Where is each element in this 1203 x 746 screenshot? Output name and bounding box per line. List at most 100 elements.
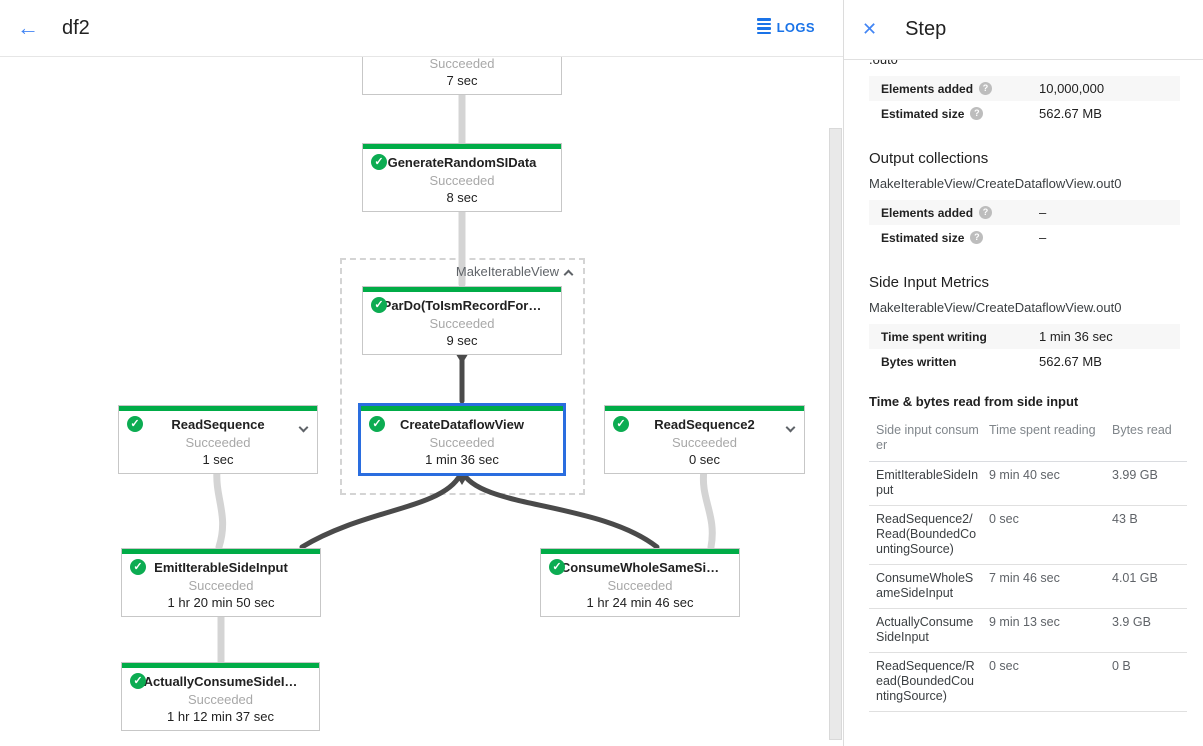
expand-node-button[interactable]: [785, 419, 796, 438]
help-icon[interactable]: ?: [970, 107, 984, 120]
node-status: Succeeded: [607, 578, 673, 593]
cell-consumer: ReadSequence2/Read(BoundedCountingSource…: [876, 512, 977, 556]
job-graph-canvas[interactable]: MakeIterableView ✓ Succeeded 7 sec ✓Gene…: [0, 57, 843, 746]
arrow-left-icon: ←: [17, 15, 39, 40]
graph-node-consumewholesamesideinput[interactable]: ✓ConsumeWholeSameSi… Succeeded 1 hr 24 m…: [540, 548, 740, 617]
metric-row: Estimated size ? 562.67 MB: [869, 101, 1180, 126]
node-status-bar: [119, 406, 317, 411]
table-row: ReadSequence2/Read(BoundedCountingSource…: [869, 506, 1187, 565]
step-details-panel: ✕ Step .out0 Elements added ? 10,000,000…: [843, 0, 1203, 746]
node-time: 1 hr 24 min 46 sec: [586, 595, 694, 610]
graph-node-readsequence[interactable]: ✓ReadSequence Succeeded 1 sec: [118, 405, 318, 474]
output-collection-name: MakeIterableView/CreateDataflowView.out0: [869, 176, 1122, 191]
graph-node-readsequence2[interactable]: ✓ReadSequence2 Succeeded 0 sec: [604, 405, 805, 474]
node-status-bar: [363, 144, 561, 149]
graph-node-emititerablesideinput[interactable]: ✓EmitIterableSideInput Succeeded 1 hr 20…: [121, 548, 321, 617]
check-circle-icon: ✓: [127, 416, 143, 432]
cell-time: 9 min 13 sec: [989, 615, 1060, 629]
chevron-down-icon: [785, 422, 796, 433]
node-status: Succeeded: [429, 57, 495, 71]
metric-value: –: [1039, 205, 1047, 220]
edge-createview-to-emit: [299, 468, 465, 550]
metric-value: 562.67 MB: [1039, 106, 1102, 121]
edge-readsequence2-to-consume: [699, 466, 716, 551]
check-circle-icon: ✓: [130, 673, 146, 689]
panel-header: ✕ Step: [844, 0, 1203, 60]
help-icon[interactable]: ?: [970, 231, 984, 244]
node-status-bar: [361, 406, 563, 411]
close-icon: ✕: [862, 19, 878, 39]
column-header-side-input-consumer: Side input consumer: [876, 423, 979, 452]
node-title: ReadSequence2: [654, 417, 755, 432]
metric-value: 562.67 MB: [1039, 354, 1102, 369]
section-title-output-collections: Output collections: [869, 150, 989, 167]
node-time: 7 sec: [446, 73, 478, 88]
back-button[interactable]: ←: [16, 16, 40, 40]
table-row: EmitIterableSideInput 9 min 40 sec 3.99 …: [869, 462, 1187, 506]
logs-button[interactable]: LOGS: [756, 18, 815, 36]
edge-createview-to-consume: [459, 468, 660, 550]
side-input-collection-name: MakeIterableView/CreateDataflowView.out0: [869, 300, 1122, 315]
input-collection-metrics: Elements added ? 10,000,000 Estimated si…: [869, 76, 1180, 126]
job-title: df2: [62, 16, 90, 39]
clipped-collection-name: .out0: [869, 60, 1203, 70]
graph-node-actuallyconsumesideinput[interactable]: ✓ActuallyConsumeSideI… Succeeded 1 hr 12…: [121, 662, 320, 731]
node-status: Succeeded: [429, 316, 495, 331]
node-status-bar: [541, 549, 739, 554]
table-heading-time-bytes-read: Time & bytes read from side input: [869, 394, 1079, 409]
graph-node-top-partial[interactable]: ✓ Succeeded 7 sec: [362, 57, 562, 95]
metric-label: Estimated size: [881, 106, 965, 121]
expand-node-button[interactable]: [298, 419, 309, 438]
metric-label: Bytes written: [881, 354, 957, 369]
node-time: 8 sec: [446, 190, 478, 205]
graph-node-createdataflowview-selected[interactable]: ✓CreateDataflowView Succeeded 1 min 36 s…: [358, 403, 566, 476]
metric-label: Elements added: [881, 205, 974, 220]
cell-consumer: EmitIterableSideInput: [876, 468, 979, 497]
table-row: ConsumeWholeSameSideInput 7 min 46 sec 4…: [869, 565, 1187, 609]
metric-value: 1 min 36 sec: [1039, 329, 1113, 344]
node-time: 9 sec: [446, 333, 478, 348]
graph-vertical-scrollbar[interactable]: [829, 128, 842, 740]
node-title: EmitIterableSideInput: [154, 560, 288, 575]
panel-body: .out0 Elements added ? 10,000,000 Estima…: [844, 60, 1203, 712]
node-status-bar: [605, 406, 804, 411]
graph-node-generaterandomsidata[interactable]: ✓GenerateRandomSIData Succeeded 8 sec: [362, 143, 562, 212]
metric-value: –: [1039, 230, 1047, 245]
metric-row: Estimated size ? –: [869, 225, 1180, 250]
cell-bytes: 3.99 GB: [1112, 468, 1158, 482]
metric-label: Time spent writing: [881, 329, 987, 344]
metric-label: Elements added: [881, 81, 974, 96]
node-status-bar: [122, 549, 320, 554]
check-circle-icon: ✓: [371, 297, 387, 313]
node-status: Succeeded: [429, 435, 495, 450]
cell-bytes: 4.01 GB: [1112, 571, 1158, 585]
metric-row: Bytes written 562.67 MB: [869, 349, 1180, 374]
side-input-consumers-table: Side input consumer Time spent reading B…: [869, 417, 1187, 712]
cell-time: 0 sec: [989, 659, 1019, 673]
panel-title: Step: [905, 18, 947, 40]
group-label-makeiterableview[interactable]: MakeIterableView: [340, 264, 574, 280]
column-header-bytes-read: Bytes read: [1112, 423, 1172, 437]
help-icon[interactable]: ?: [979, 82, 993, 95]
check-circle-icon: ✓: [549, 559, 565, 575]
node-status: Succeeded: [188, 578, 254, 593]
output-collection-metrics: Elements added ? – Estimated size ? –: [869, 200, 1180, 250]
metric-row: Time spent writing 1 min 36 sec: [869, 324, 1180, 349]
check-circle-icon: ✓: [371, 154, 387, 170]
metric-value: 10,000,000: [1039, 81, 1105, 96]
close-panel-button[interactable]: ✕: [862, 19, 877, 40]
cell-time: 9 min 40 sec: [989, 468, 1060, 482]
check-circle-icon: ✓: [613, 416, 629, 432]
cell-consumer: ReadSequence/Read(BoundedCountingSource): [876, 659, 975, 703]
cell-bytes: 3.9 GB: [1112, 615, 1151, 629]
metric-label: Estimated size: [881, 230, 965, 245]
node-title: ParDo(ToIsmRecordFor…: [382, 298, 542, 313]
top-toolbar: ← df2 LOGS: [0, 0, 843, 57]
node-status-bar: [122, 663, 319, 668]
node-time: 0 sec: [688, 452, 721, 467]
check-circle-icon: ✓: [130, 559, 146, 575]
help-icon[interactable]: ?: [979, 206, 993, 219]
cell-consumer: ConsumeWholeSameSideInput: [876, 571, 974, 600]
graph-node-pardo-toismrecord[interactable]: ✓ParDo(ToIsmRecordFor… Succeeded 9 sec: [362, 286, 562, 355]
node-title: ConsumeWholeSameSi…: [560, 560, 720, 575]
